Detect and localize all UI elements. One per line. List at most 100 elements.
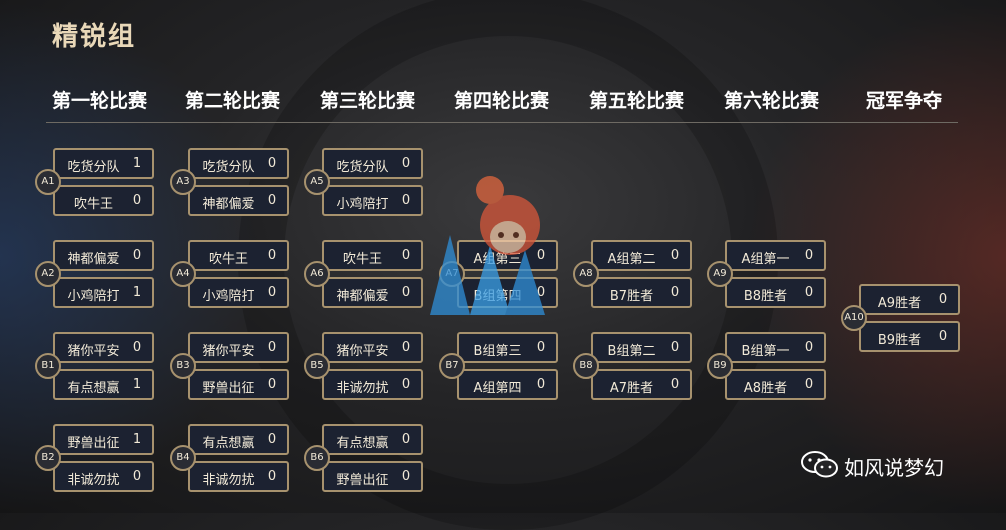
team-slot[interactable]: A组第一 0 <box>725 240 826 271</box>
round-label-3: 第三轮比赛 <box>320 90 416 112</box>
round-label-1: 第一轮比赛 <box>52 90 148 112</box>
team-slot[interactable]: B组第三 0 <box>457 332 558 363</box>
match-b8[interactable]: B组第二 0 A7胜者 0 B8 <box>573 332 695 408</box>
team-score: 0 <box>670 248 680 263</box>
team-name: 吹牛王 <box>73 197 113 212</box>
round-label-4: 第四轮比赛 <box>454 90 550 112</box>
team-score: 0 <box>804 340 814 355</box>
team-name: A8胜者 <box>743 381 788 396</box>
match-code-badge: B2 <box>35 445 61 471</box>
team-score: 0 <box>670 377 680 392</box>
team-score: 0 <box>536 340 546 355</box>
team-score: 0 <box>267 432 277 447</box>
team-score: 0 <box>536 377 546 392</box>
match-code-badge: A3 <box>170 169 196 195</box>
team-score: 1 <box>132 432 142 447</box>
team-score: 0 <box>267 156 277 171</box>
team-name: 非诚勿扰 <box>67 473 120 488</box>
team-score: 0 <box>804 377 814 392</box>
team-slot[interactable]: B组第二 0 <box>591 332 692 363</box>
team-name: 猪你平安 <box>202 344 255 359</box>
team-slot[interactable]: 吹牛王 0 <box>53 185 154 216</box>
page-title: 精锐组 <box>52 22 137 52</box>
team-name: 吃货分队 <box>67 160 120 175</box>
match-code-badge: A8 <box>573 261 599 287</box>
round-label-5: 第五轮比赛 <box>589 90 685 112</box>
team-slot[interactable]: A8胜者 0 <box>725 369 826 400</box>
team-name: B8胜者 <box>743 289 788 304</box>
team-name: 猪你平安 <box>67 344 120 359</box>
match-code-badge: A10 <box>841 305 867 331</box>
team-name: B组第二 <box>607 344 656 359</box>
team-name: A组第一 <box>741 252 790 267</box>
game-mascot-logo-icon <box>430 176 545 315</box>
team-score: 0 <box>804 248 814 263</box>
team-name: A7胜者 <box>609 381 654 396</box>
team-score: 0 <box>267 248 277 263</box>
team-slot[interactable]: A7胜者 0 <box>591 369 692 400</box>
match-code-badge: A1 <box>35 169 61 195</box>
team-name: 吹牛王 <box>208 252 248 267</box>
team-name: 吹牛王 <box>342 252 382 267</box>
team-slot[interactable]: 吹牛王 0 <box>188 240 289 271</box>
team-name: 野兽出征 <box>336 473 389 488</box>
match-code-badge: B8 <box>573 353 599 379</box>
team-name: 小鸡陪打 <box>202 289 255 304</box>
team-name: B组第三 <box>473 344 522 359</box>
team-name: 神都偏爱 <box>202 197 255 212</box>
team-score: 0 <box>132 248 142 263</box>
round-label-6: 第六轮比赛 <box>724 90 820 112</box>
team-score: 0 <box>401 469 411 484</box>
team-score: 0 <box>670 340 680 355</box>
team-score: 0 <box>132 193 142 208</box>
match-code-badge: B4 <box>170 445 196 471</box>
team-name: 小鸡陪打 <box>67 289 120 304</box>
team-slot[interactable]: 野兽出征 0 <box>322 461 423 492</box>
